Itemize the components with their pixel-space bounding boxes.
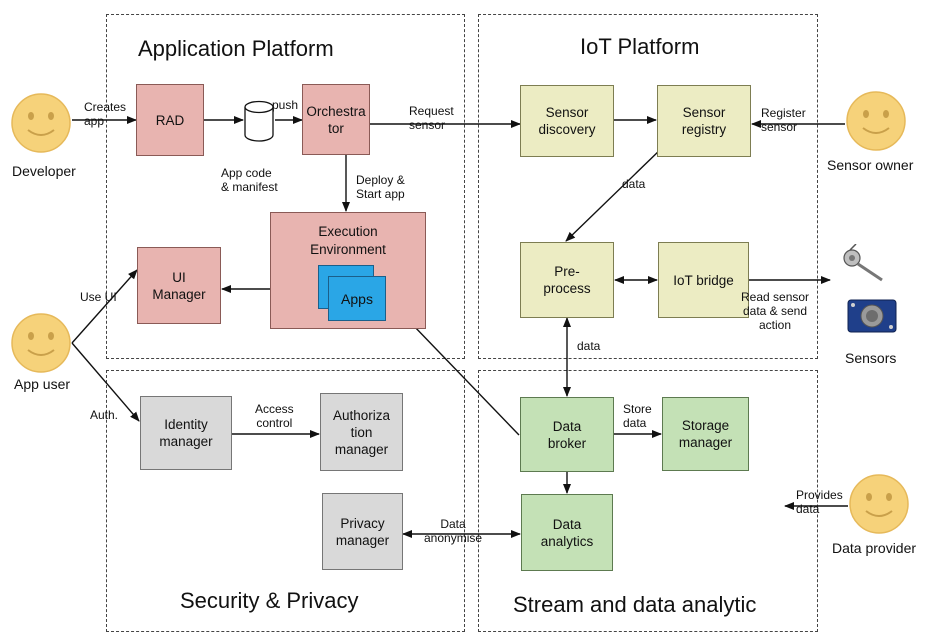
authorization-manager-box[interactable]: Authoriza tion manager — [320, 393, 403, 471]
developer-smiley-icon — [11, 93, 71, 153]
iot-platform-title: IoT Platform — [580, 34, 700, 59]
push-label: push — [272, 98, 299, 112]
broker-data-label: data — [577, 339, 601, 353]
storage-manager-box[interactable]: Storage manager — [662, 397, 749, 471]
read-sensor-label: Read sensor data & send action — [741, 290, 810, 332]
data-broker-box[interactable]: Data broker — [520, 397, 614, 472]
sensors-name: Sensors — [845, 350, 897, 366]
sensor-probe-icon — [843, 244, 883, 282]
identity-manager-box[interactable]: Identity manager — [140, 396, 232, 470]
iot-bridge-box[interactable]: IoT bridge — [658, 242, 749, 318]
execution-environment-label: Execution Environment — [310, 224, 386, 257]
data-provider-smiley-icon — [849, 474, 909, 534]
developer-name: Developer — [12, 163, 76, 179]
security-privacy-title: Security & Privacy — [180, 588, 359, 613]
data-provider-name: Data provider — [832, 540, 917, 556]
provides-data-label: Provides data — [796, 488, 843, 516]
sensor-discovery-box[interactable]: Sensor discovery — [520, 85, 614, 157]
iot-platform-region — [478, 14, 818, 359]
privacy-manager-box[interactable]: Privacy manager — [322, 493, 403, 570]
data-anonymise-label: Data anonymise — [424, 517, 483, 545]
sensor-board-icon — [847, 299, 897, 333]
auth-label: Auth. — [90, 408, 119, 422]
preprocess-box[interactable]: Pre- process — [520, 242, 614, 318]
ui-manager-box[interactable]: UI Manager — [137, 247, 221, 324]
creates-app-label: Creates app — [84, 100, 127, 128]
request-sensor-label: Request sensor — [409, 104, 454, 132]
use-ui-label: Use UI — [80, 290, 117, 304]
app-code-manifest-label: App code & manifest — [221, 166, 278, 194]
sensor-owner-name: Sensor owner — [827, 157, 914, 173]
registry-data-label: data — [622, 177, 646, 191]
register-sensor-label: Register sensor — [761, 106, 806, 134]
app-user-smiley-icon — [11, 313, 71, 373]
sensor-owner-smiley-icon — [846, 91, 906, 151]
rad-box[interactable]: RAD — [136, 84, 204, 156]
store-data-label: Store data — [623, 402, 652, 430]
application-platform-region — [106, 14, 465, 359]
stream-analytic-title: Stream and data analytic — [513, 592, 757, 617]
database-cylinder-icon — [244, 100, 274, 142]
access-control-label: Access control — [255, 402, 294, 430]
app-user-name: App user — [14, 376, 71, 392]
apps-box[interactable]: Apps — [328, 276, 386, 321]
sensor-registry-box[interactable]: Sensor registry — [657, 85, 751, 157]
application-platform-title: Application Platform — [138, 36, 334, 61]
deploy-start-label: Deploy & Start app — [356, 173, 405, 201]
data-analytics-box[interactable]: Data analytics — [521, 494, 613, 571]
orchestrator-box[interactable]: Orchestra tor — [302, 84, 370, 155]
